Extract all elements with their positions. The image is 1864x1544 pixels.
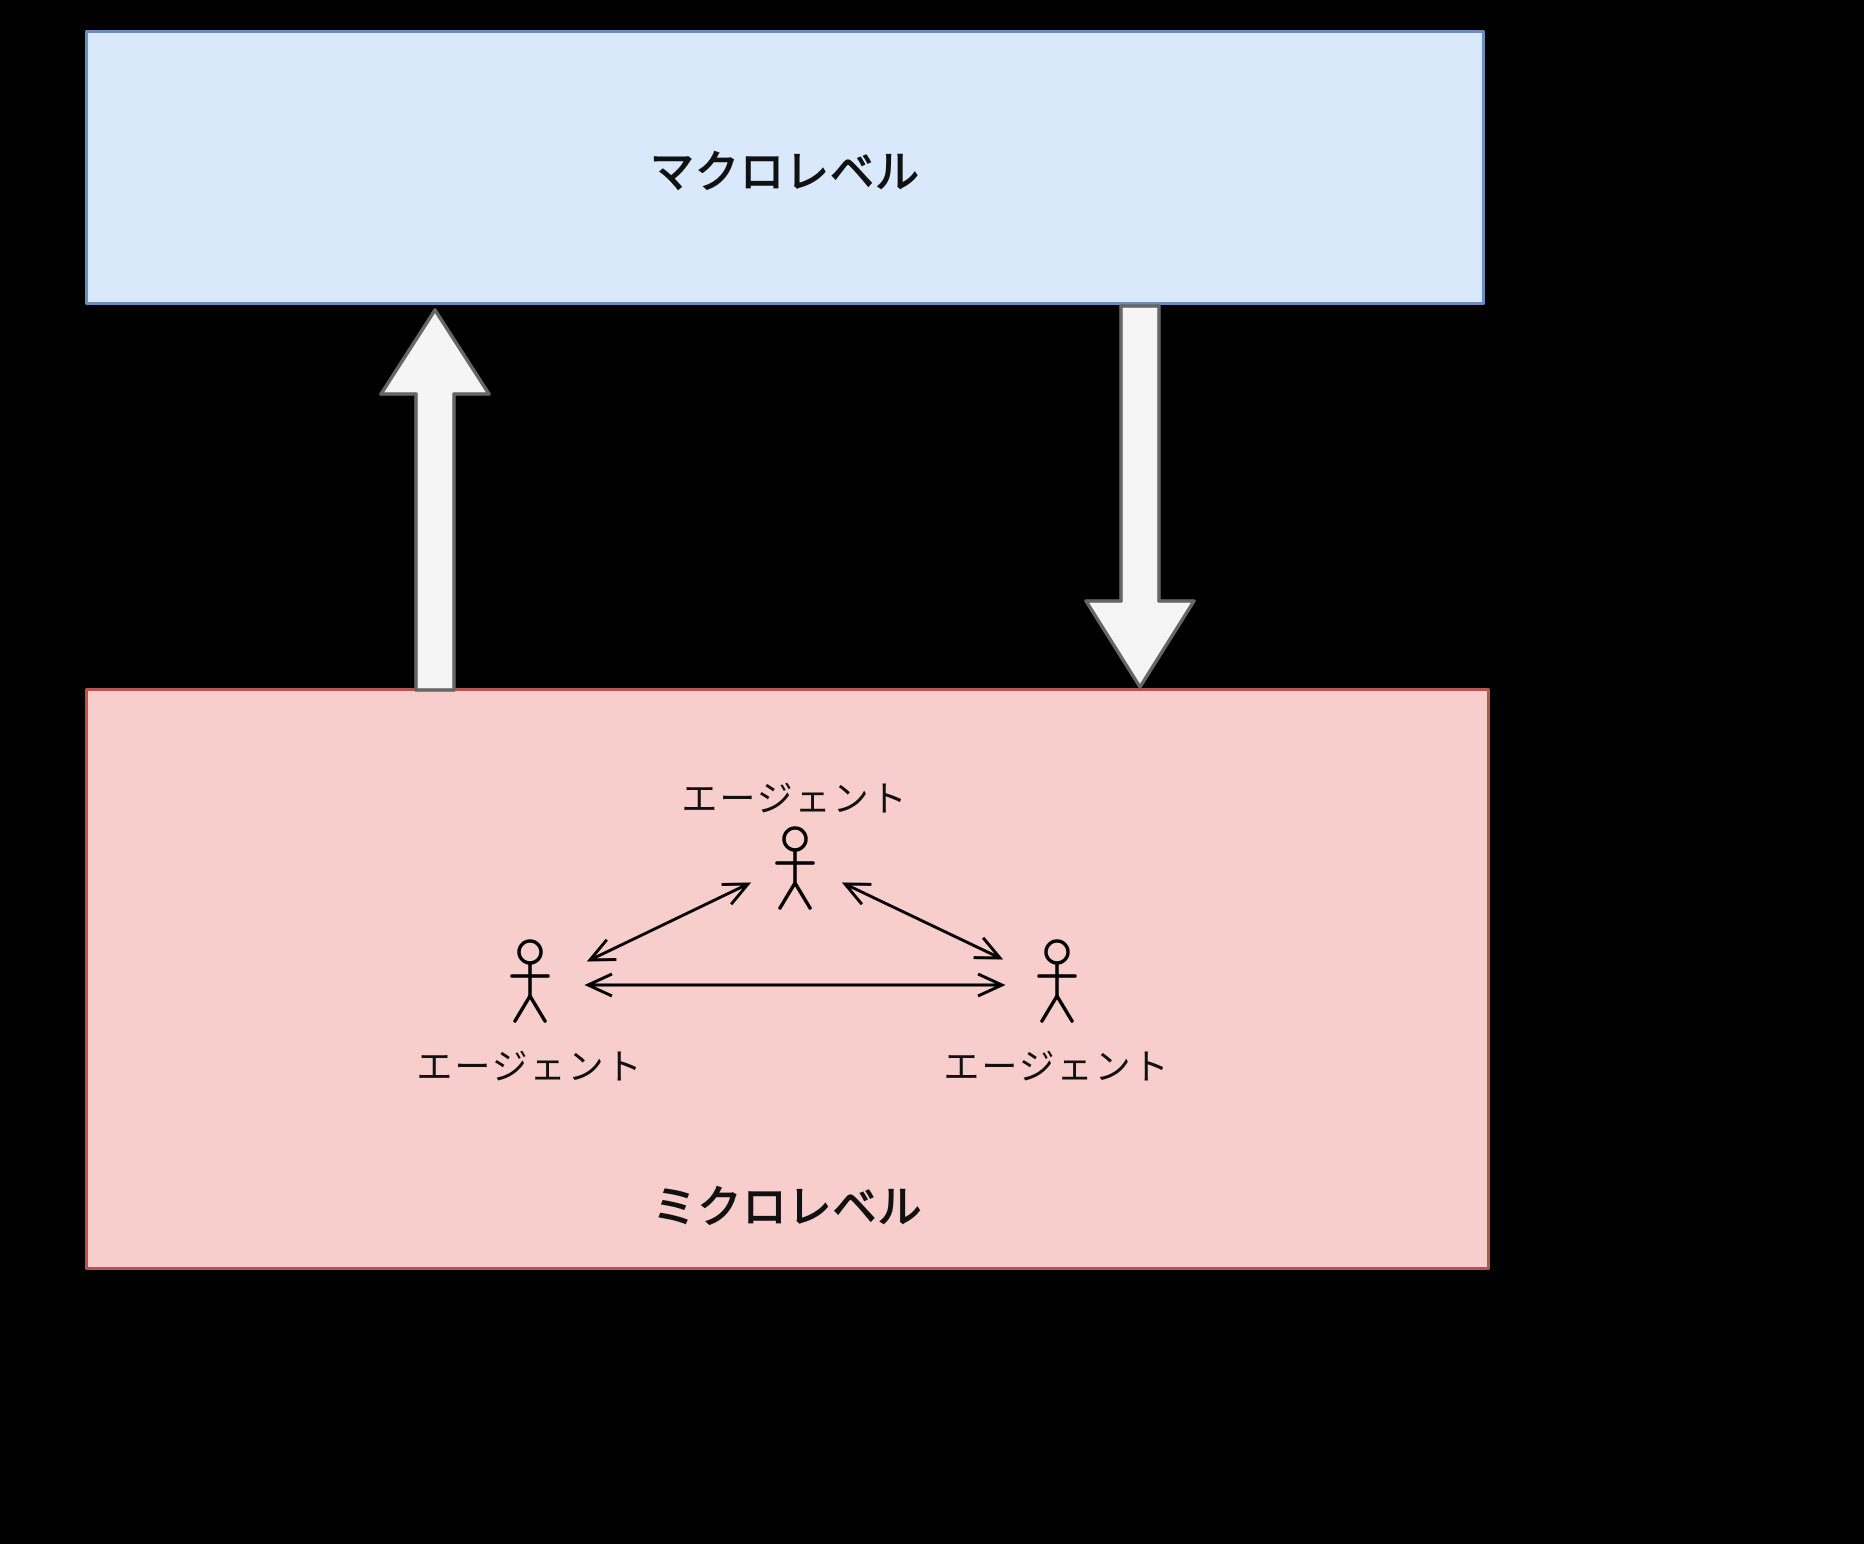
emergence-up-arrow: [379, 308, 491, 692]
micro-level-label: ミクロレベル: [652, 1182, 923, 1233]
agent-label-left: エージェント: [416, 1047, 644, 1088]
macro-level-label: マクロレベル: [650, 146, 920, 198]
macro-level-box: マクロレベル: [85, 30, 1485, 305]
agent-label-right: エージェント: [943, 1047, 1171, 1088]
influence-down-arrow: [1084, 304, 1196, 689]
agent-label-top: エージェント: [681, 779, 909, 820]
